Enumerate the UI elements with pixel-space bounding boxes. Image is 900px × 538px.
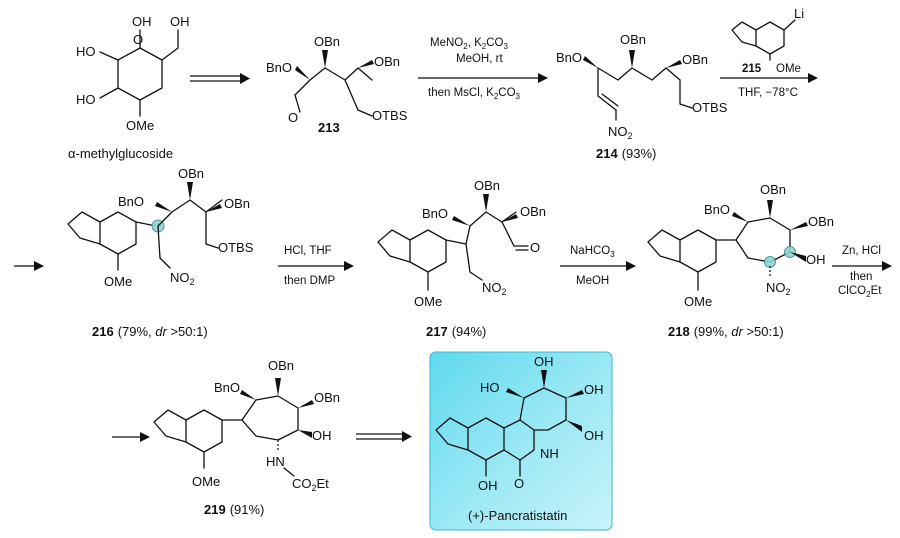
svg-text:OMe: OMe [776,63,801,75]
arrow-row3-entry [112,432,150,442]
svg-text:O: O [530,240,540,255]
svg-text:HO: HO [76,44,96,59]
arrow-step-5: Zn, HCl then ClCO2Et [832,245,892,299]
product-name: (+)-Pancratistatin [468,508,567,523]
aryllithium-215: Li OMe 215 [731,6,804,75]
svg-text:MeNO2, K2CO3: MeNO2, K2CO3 [430,37,508,51]
svg-text:NO2: NO2 [766,280,791,297]
compound-214: BnO OBn OBn NO2 OTBS 214(93%) [556,32,728,161]
svg-text:218(99%, dr >50:1): 218(99%, dr >50:1) [668,324,784,339]
glc-o-ring: O [133,32,143,47]
svg-text:OBn: OBn [374,54,400,69]
svg-text:OMe: OMe [192,474,220,489]
svg-text:OBn: OBn [268,358,294,373]
svg-text:OMe: OMe [414,294,442,309]
svg-text:then: then [850,271,872,283]
compound-219: OMe BnO OBn OBn OH HN CO2Et 219(91%) [153,358,340,517]
svg-text:MeOH, rt: MeOH, rt [456,53,503,65]
svg-text:then MsCl, K2CO3: then MsCl, K2CO3 [428,87,521,101]
svg-text:OBn: OBn [620,32,646,47]
svg-text:NH: NH [540,446,559,461]
svg-text:OH: OH [170,14,190,29]
svg-text:BnO: BnO [266,60,292,75]
svg-text:OBn: OBn [760,182,786,197]
svg-text:OMe: OMe [126,118,154,133]
svg-text:214(93%): 214(93%) [596,146,656,161]
svg-text:BnO: BnO [118,194,144,209]
arrow-row2-entry [14,261,44,271]
svg-text:OBn: OBn [224,196,250,211]
methylglucoside-caption: α-methylglucoside [68,146,173,161]
svg-text:HN: HN [266,454,285,469]
svg-text:O: O [288,110,298,125]
arrow-step-1: MeNO2, K2CO3 MeOH, rt then MsCl, K2CO3 [418,37,548,101]
svg-text:OTBS: OTBS [692,100,728,115]
svg-text:BnO: BnO [556,50,582,65]
svg-text:BnO: BnO [704,202,730,217]
compound-213: O BnO OBn OBn OTBS 213 [266,34,408,135]
svg-text:OBn: OBn [682,52,708,67]
compound-216: OMe BnO OBn OBn OTBS NO2 216(79%, dr >50… [67,166,254,339]
svg-text:OH: OH [132,14,152,29]
svg-text:OBn: OBn [808,214,834,229]
svg-text:Zn, HCl: Zn, HCl [842,245,881,257]
pancratistatin-product: OH O NH HO OH OH OH (+)-Pancratistatin [429,351,613,531]
svg-text:OMe: OMe [684,294,712,309]
svg-text:NO2: NO2 [608,124,633,141]
svg-text:OH: OH [534,354,554,369]
svg-text:OBn: OBn [314,390,340,405]
svg-text:ClCO2Et: ClCO2Et [838,285,882,299]
svg-text:217(94%): 217(94%) [426,324,486,339]
svg-text:213: 213 [318,120,340,135]
svg-text:OH: OH [312,428,332,443]
svg-text:OBn: OBn [474,178,500,193]
arrow-step-4: NaHCO3 MeOH [560,245,636,287]
multistep-arrow-1 [190,73,250,84]
svg-text:OBn: OBn [520,204,546,219]
svg-text:OBn: OBn [314,34,340,49]
svg-text:OH: OH [584,428,604,443]
svg-text:NO2: NO2 [170,270,195,287]
svg-text:OTBS: OTBS [218,240,254,255]
svg-text:HO: HO [480,380,500,395]
svg-text:OTBS: OTBS [372,108,408,123]
svg-text:CO2Et: CO2Et [292,476,329,493]
svg-text:NO2: NO2 [482,280,507,297]
svg-text:MeOH: MeOH [576,275,609,287]
arrow-step-2: Li OMe 215 THF, −78°C [720,6,818,99]
svg-text:OMe: OMe [104,274,132,289]
svg-text:O: O [514,476,524,491]
svg-text:OH: OH [584,382,604,397]
svg-text:HO: HO [76,92,96,107]
methylglucoside-structure: O OH OH HO HO OMe α-methylglucoside [68,14,190,161]
svg-text:BnO: BnO [214,380,240,395]
svg-text:HCl, THF: HCl, THF [284,245,332,257]
product-highlight-box [429,351,613,531]
svg-text:NaHCO3: NaHCO3 [570,245,615,259]
svg-text:219(91%): 219(91%) [204,502,264,517]
svg-text:THF, −78°C: THF, −78°C [738,87,798,99]
svg-text:Li: Li [794,6,804,21]
arrow-step-3: HCl, THF then DMP [278,245,354,287]
svg-text:OBn: OBn [178,166,204,181]
svg-text:216(79%, dr >50:1): 216(79%, dr >50:1) [92,324,208,339]
compound-217: OMe BnO OBn OBn O NO2 217(94%) [377,178,546,339]
svg-text:then DMP: then DMP [284,275,335,287]
multistep-arrow-2 [356,431,412,442]
svg-text:215: 215 [742,63,762,75]
svg-text:OH: OH [806,252,826,267]
compound-218: OMe BnO OBn OBn OH NO2 218(99%, dr >50:1… [647,182,834,339]
svg-text:BnO: BnO [422,206,448,221]
svg-text:OH: OH [478,478,498,493]
